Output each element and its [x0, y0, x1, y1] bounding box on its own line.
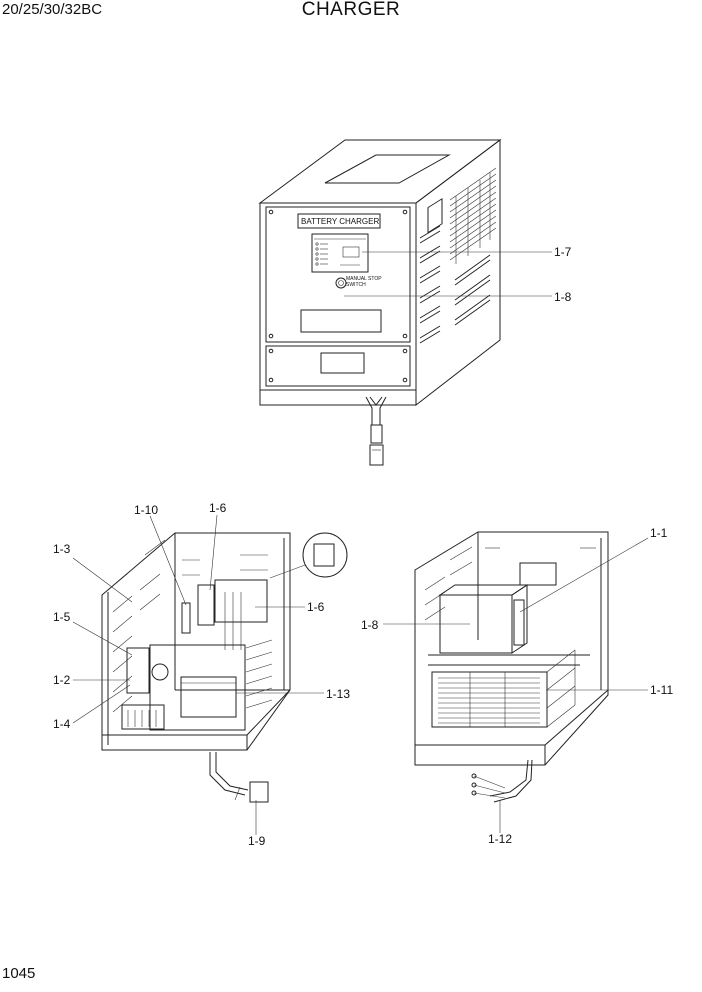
callout-1-13: 1-13 [326, 687, 350, 701]
model-code: 20/25/30/32BC [2, 1, 103, 18]
callout-1-2: 1-2 [53, 673, 71, 687]
callout-1-8-right: 1-8 [361, 618, 379, 632]
callout-1-9: 1-9 [248, 834, 266, 848]
page-number: 1045 [2, 965, 36, 982]
assembled-charger-drawing: BATTERY CHARGER MANUAL STOP SWITCH [258, 139, 572, 466]
callout-1-5: 1-5 [53, 610, 71, 624]
callout-1-6-right: 1-6 [307, 600, 325, 614]
switch-label-2: SWITCH [346, 282, 366, 288]
callout-1-12: 1-12 [488, 832, 512, 846]
switch-label-1: MANUAL STOP [346, 276, 382, 282]
callout-1-10: 1-10 [134, 503, 158, 517]
callout-1-7: 1-7 [554, 245, 572, 259]
left-internal-view-drawing: 1-10 1-6 1-6 1-3 1-5 1-2 1-4 1-13 1-9 [53, 501, 350, 848]
callout-1-6-top: 1-6 [209, 501, 227, 515]
page-title: CHARGER [301, 0, 401, 20]
right-internal-view-drawing: 1-1 1-8 1-11 1-12 [361, 526, 673, 846]
callout-1-8-top: 1-8 [554, 290, 572, 304]
callout-1-4: 1-4 [53, 717, 71, 731]
callout-1-3: 1-3 [53, 542, 71, 556]
callout-1-11: 1-11 [650, 683, 673, 697]
callout-1-1: 1-1 [650, 526, 668, 540]
nameplate-text: BATTERY CHARGER [301, 217, 379, 226]
